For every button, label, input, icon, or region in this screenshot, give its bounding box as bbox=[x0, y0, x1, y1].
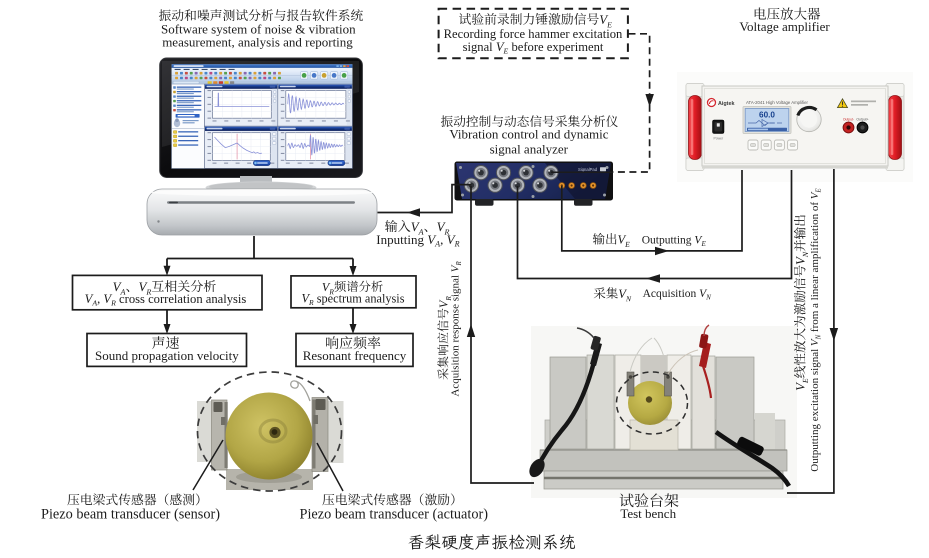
svg-text:Power: Power bbox=[713, 137, 723, 141]
svg-text:Sound propagation velocity: Sound propagation velocity bbox=[95, 348, 239, 363]
svg-text:ATA-2041 High Voltage Amplif: ATA-2041 High Voltage Amplifier bbox=[746, 100, 809, 105]
svg-text:Aigtek: Aigtek bbox=[718, 101, 734, 107]
svg-text:measurement, analysis and repo: measurement, analysis and reporting bbox=[162, 35, 353, 50]
svg-text:Resonant frequency: Resonant frequency bbox=[303, 348, 407, 363]
svg-text:Acquisition response signal VR: Acquisition response signal VR​ bbox=[450, 261, 464, 397]
svg-text:SignalPad: SignalPad bbox=[578, 167, 598, 172]
svg-text:Voltage amplifier: Voltage amplifier bbox=[739, 19, 830, 34]
svg-text:Vibration control and dynamic: Vibration control and dynamic bbox=[449, 127, 608, 142]
svg-text:VR​ spectrum analysis: VR​ spectrum analysis bbox=[302, 292, 405, 308]
svg-text:Test bench: Test bench bbox=[620, 506, 676, 521]
svg-text:Outputting VE​: Outputting VE​ bbox=[642, 235, 707, 249]
svg-text:signal analyzer: signal analyzer bbox=[490, 142, 569, 157]
svg-text:Recording force hammer excitat: Recording force hammer excitation bbox=[444, 27, 623, 41]
svg-text:Acquisition VN​: Acquisition VN​ bbox=[643, 288, 713, 302]
svg-text:Output+: Output+ bbox=[856, 118, 868, 122]
svg-text:Inputting VA​, VR​: Inputting VA​, VR​ bbox=[376, 232, 459, 249]
svg-text:Output-: Output- bbox=[843, 118, 854, 122]
svg-text:VA​, VR​ cross correlation ana: VA​, VR​ cross correlation analysis bbox=[85, 292, 247, 308]
svg-text:signal VE​ before experiment: signal VE​ before experiment bbox=[463, 40, 604, 56]
svg-text:Piezo beam transducer (sensor): Piezo beam transducer (sensor) bbox=[41, 507, 220, 523]
svg-text:Piezo beam transducer (actuato: Piezo beam transducer (actuator) bbox=[300, 507, 489, 523]
svg-text:Software system of noise & vib: Software system of noise & vibration bbox=[161, 22, 356, 37]
svg-text:60.0: 60.0 bbox=[759, 111, 775, 120]
svg-text:Outputting excitation signal V: Outputting excitation signal VN​ from a … bbox=[809, 187, 823, 471]
